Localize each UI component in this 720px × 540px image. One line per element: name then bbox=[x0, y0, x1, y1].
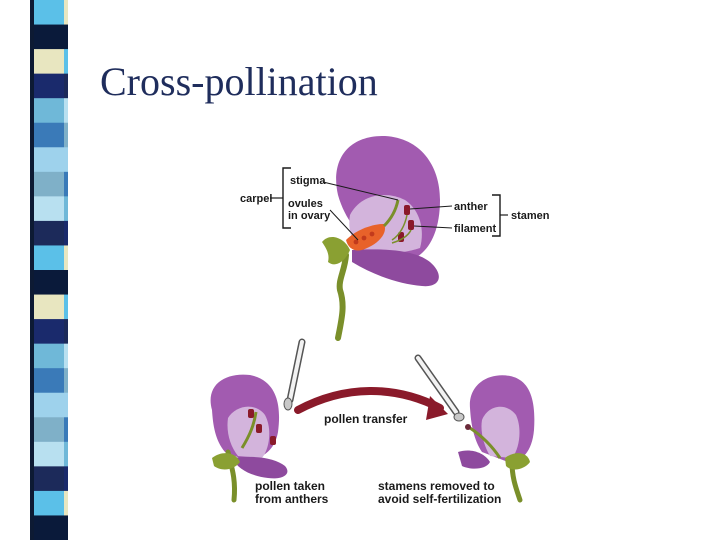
stripe-edge-block bbox=[64, 294, 68, 320]
stripe-block bbox=[34, 343, 64, 369]
stripe-block bbox=[34, 490, 64, 516]
stripe-block bbox=[34, 0, 64, 26]
stripe-edge-block bbox=[64, 441, 68, 467]
stripe-block bbox=[34, 245, 64, 271]
stripe-block bbox=[34, 49, 64, 75]
stripe-edge-block bbox=[64, 270, 68, 296]
stamens-removed-label-line1: stamens removed to bbox=[378, 479, 495, 493]
stripe-block bbox=[34, 515, 64, 540]
stripe-block bbox=[34, 270, 64, 296]
stripe-block bbox=[34, 392, 64, 418]
top-flower-illustration bbox=[322, 135, 440, 341]
pollen-transfer-arrow bbox=[294, 387, 448, 420]
stripe-edge-block bbox=[64, 417, 68, 443]
pollen-taken-label-line2: from anthers bbox=[255, 492, 329, 506]
ovules-label-line2: in ovary bbox=[288, 210, 331, 222]
bottom-left-flower-illustration bbox=[210, 338, 306, 503]
stripe-edge-block bbox=[64, 196, 68, 222]
stripe-block bbox=[34, 98, 64, 124]
stripe-edge-block bbox=[64, 171, 68, 197]
pollen-transfer-label: pollen transfer bbox=[324, 412, 408, 426]
stripe-edge-block bbox=[64, 0, 68, 26]
stripe-edge-block bbox=[64, 49, 68, 75]
stamens-removed-label-line2: avoid self-fertilization bbox=[378, 492, 501, 506]
stripe-edge-block bbox=[64, 245, 68, 271]
filament-label: filament bbox=[454, 223, 497, 235]
stripe-block bbox=[34, 368, 64, 394]
decorative-stripe-bar bbox=[30, 0, 68, 540]
stripe-block bbox=[34, 441, 64, 467]
pollen-taken-label-line1: pollen taken bbox=[255, 479, 325, 493]
stigma-label: stigma bbox=[290, 175, 326, 187]
bottom-right-flower-illustration bbox=[414, 354, 535, 503]
stripe-edge-block bbox=[64, 24, 68, 50]
stripe-block bbox=[34, 24, 64, 50]
stripe-edge-block bbox=[64, 515, 68, 540]
stripe-block bbox=[34, 196, 64, 222]
stripe-edge-block bbox=[64, 368, 68, 394]
anther-label: anther bbox=[454, 201, 488, 213]
stripe-block bbox=[34, 466, 64, 492]
stripe-block bbox=[34, 319, 64, 345]
stripe-edge-block bbox=[64, 343, 68, 369]
stripe-edge-block bbox=[64, 147, 68, 173]
stripe-block bbox=[34, 417, 64, 443]
stripe-edge-block bbox=[64, 490, 68, 516]
stripe-edge-block bbox=[64, 122, 68, 148]
stripe-edge-block bbox=[64, 319, 68, 345]
stripe-block bbox=[34, 220, 64, 246]
stripe-block bbox=[34, 171, 64, 197]
stripe-edge-block bbox=[64, 73, 68, 99]
stripe-block bbox=[34, 294, 64, 320]
stripe-block bbox=[34, 73, 64, 99]
stripe-edge-block bbox=[64, 98, 68, 124]
slide-title: Cross-pollination bbox=[100, 59, 378, 104]
stripe-edge-block bbox=[64, 220, 68, 246]
stamen-label: stamen bbox=[511, 210, 550, 222]
carpel-label: carpel bbox=[240, 193, 272, 205]
stripe-block bbox=[34, 122, 64, 148]
ovules-label-line1: ovules bbox=[288, 198, 323, 210]
stripe-edge-block bbox=[64, 466, 68, 492]
stripe-block bbox=[34, 147, 64, 173]
stripe-edge-block bbox=[64, 392, 68, 418]
